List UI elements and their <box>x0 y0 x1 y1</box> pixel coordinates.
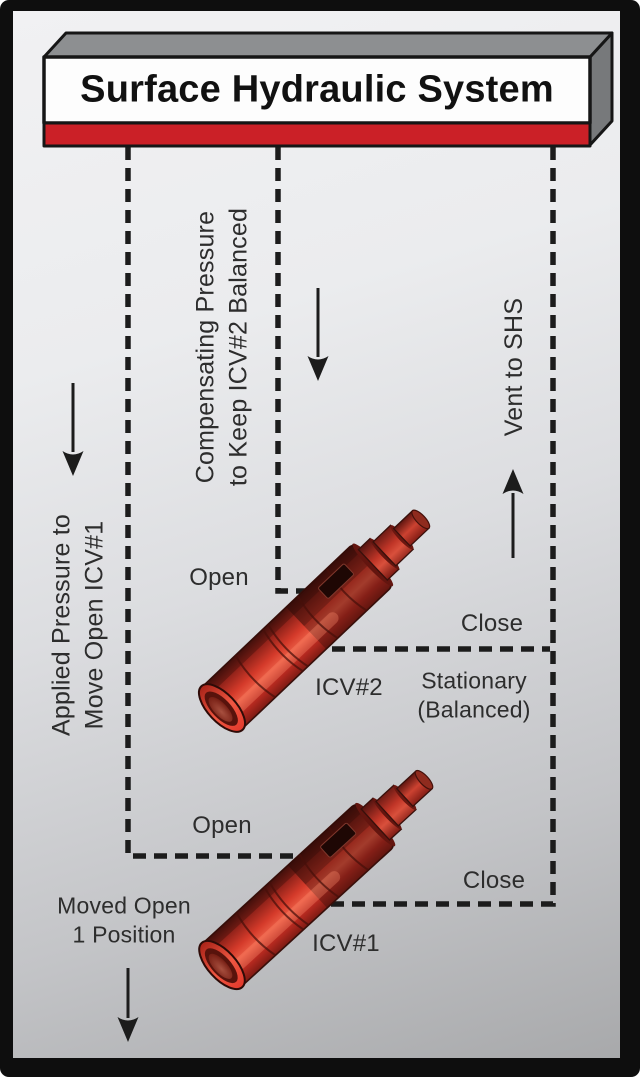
icv2-name-label: ICV#2 <box>315 674 383 701</box>
applied-pressure-label: Applied Pressure to Move Open ICV#1 <box>47 514 109 736</box>
down-arrow-icon <box>117 968 139 1042</box>
icv1-close-label: Close <box>462 867 526 894</box>
line-applied-pressure <box>125 147 312 859</box>
icv2-close-label: Close <box>460 610 524 637</box>
title-box-3d <box>42 31 614 148</box>
page-title: Surface Hydraulic System <box>80 68 554 111</box>
compensating-pressure-label: Compensating Pressure to Keep ICV#2 Bala… <box>191 207 253 487</box>
icv1-name-label: ICV#1 <box>312 930 380 957</box>
valve-icv1-illustration <box>190 753 449 998</box>
line-compensating-pressure <box>275 147 310 594</box>
icv1-open-label: Open <box>192 812 252 839</box>
icv2-status-label: Stationary (Balanced) <box>417 667 531 722</box>
line-vent-to-shs <box>326 147 556 907</box>
icv1-status-label: Moved Open 1 Position <box>57 892 191 947</box>
title-box-top-face <box>42 31 614 59</box>
down-arrow-icon <box>307 288 329 381</box>
up-arrow-icon <box>502 469 524 558</box>
icv2-open-label: Open <box>189 564 249 591</box>
down-arrow-icon <box>62 383 84 476</box>
title-box-front-face <box>42 55 592 125</box>
title-box-red-stripe <box>42 121 592 148</box>
vent-to-shs-label: Vent to SHS <box>499 297 528 437</box>
